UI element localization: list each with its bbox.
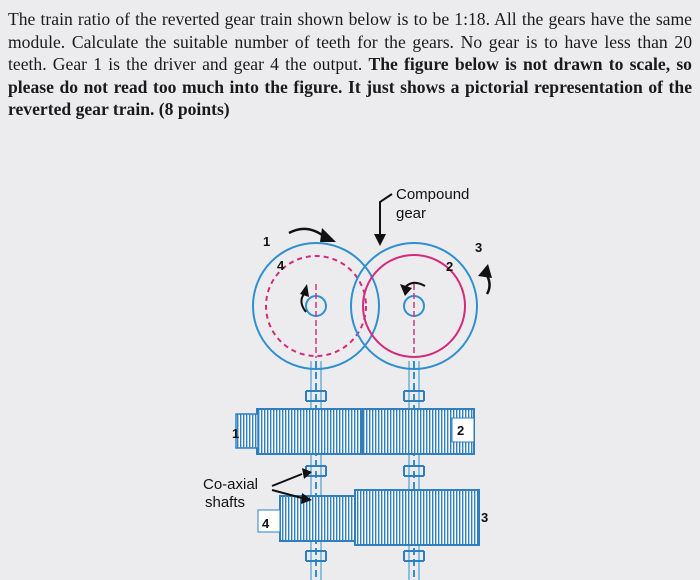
side-label-gear-1: 1 <box>232 426 239 441</box>
top-label-gear-3: 3 <box>475 240 482 255</box>
coaxial-label-1: Co-axial <box>203 476 258 493</box>
coaxial-pointer-upper <box>271 473 303 487</box>
gear-3-pitch-circle <box>350 242 478 370</box>
compound-gear-label-1: Compound <box>396 186 469 203</box>
end-view: Compound gear 1 4 2 3 <box>252 186 492 370</box>
compound-gear-label-2: gear <box>396 205 426 222</box>
top-label-gear-2: 2 <box>446 259 453 274</box>
gear-1-pitch-circle <box>252 242 380 370</box>
side-label-gear-4: 4 <box>262 516 270 531</box>
rotation-arrow-left-small <box>300 293 307 313</box>
problem-text: The train ratio of the reverted gear tra… <box>8 9 692 74</box>
gear-3-side <box>354 489 480 546</box>
gear-1-side <box>256 408 379 455</box>
rotation-arrow-top <box>288 227 326 238</box>
top-label-gear-1: 1 <box>263 234 270 249</box>
coaxial-label-2: shafts <box>205 494 245 511</box>
problem-note-bold: The figure below is not drawn to scale, … <box>8 54 692 119</box>
side-label-gear-3: 3 <box>481 510 488 525</box>
gear-4-pitch-circle <box>265 255 367 357</box>
compound-gear-pointer <box>379 193 393 236</box>
top-label-gear-4: 4 <box>277 258 285 273</box>
gear-train-figure: Compound gear 1 4 2 3 <box>203 186 492 580</box>
coaxial-pointer-lower <box>271 489 303 499</box>
gear-4-side <box>279 495 367 542</box>
side-view: Co-axial shafts 1 2 4 3 <box>203 361 488 580</box>
side-label-gear-2: 2 <box>457 423 464 438</box>
problem-statement: The train ratio of the reverted gear tra… <box>8 8 692 121</box>
